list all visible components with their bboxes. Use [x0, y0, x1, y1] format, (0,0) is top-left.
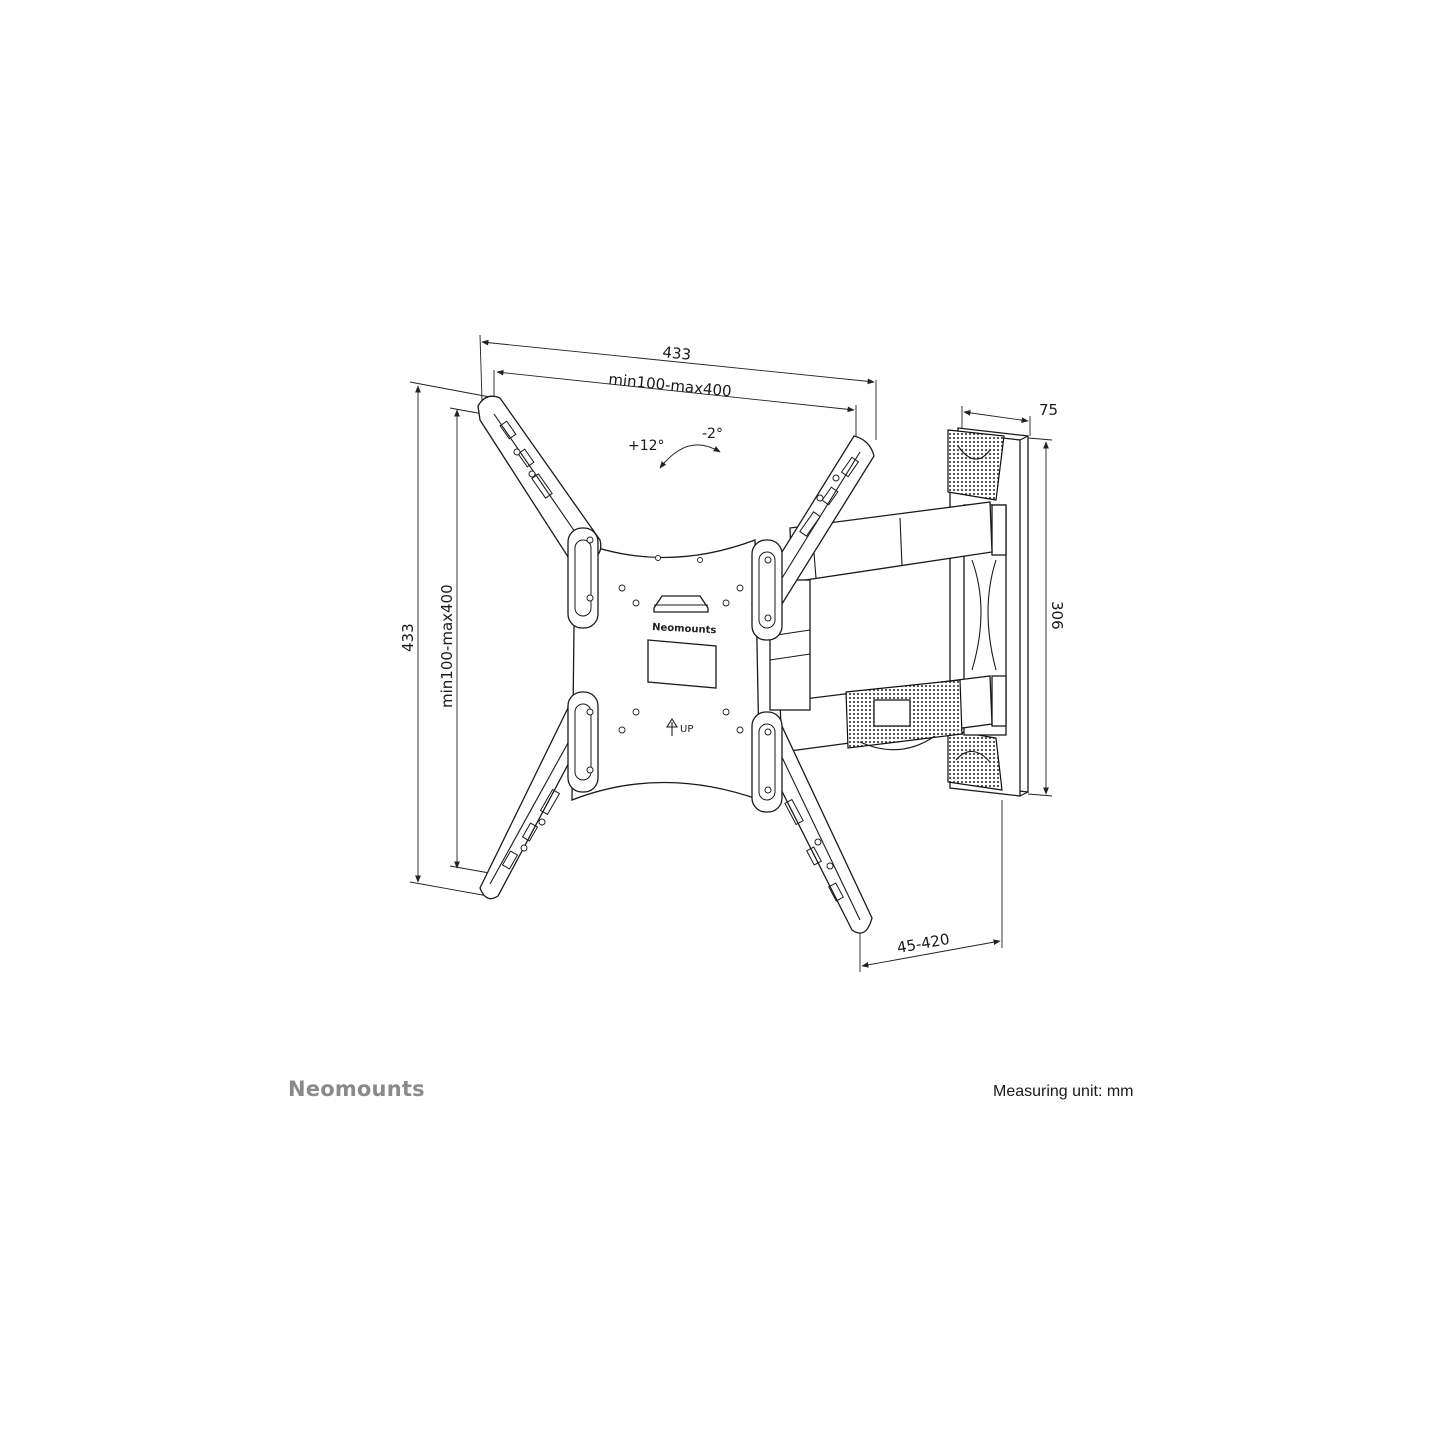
handle-icon [653, 595, 709, 613]
dim-width-inner-label: min100-max400 [608, 370, 733, 400]
dim-width-inner: min100-max400 [493, 369, 857, 440]
tilt-down-label: -2° [702, 426, 723, 442]
dim-width-outer-label: 433 [662, 343, 692, 364]
footer-brand-logo: Neomounts [288, 1077, 425, 1101]
dim-arm-extension: 45-420 [859, 800, 1003, 972]
footer-unit-note: Measuring unit: mm [993, 1083, 1134, 1100]
plate-brand-label: Neomounts [652, 622, 717, 636]
dim-height-inner-label: min100-max400 [438, 584, 456, 708]
dim-arm-extension-label: 45-420 [896, 930, 951, 957]
rail-right [751, 539, 783, 813]
dim-height-outer-label: 433 [399, 623, 417, 652]
dim-depth-label: 75 [1039, 401, 1058, 419]
up-label: UP [680, 724, 693, 735]
tilt-indicator: +12° -2° [628, 426, 723, 469]
dim-wall-plate-height-label: 306 [1048, 601, 1066, 630]
wall-bracket [947, 427, 1029, 797]
dim-height-inner: min100-max400 [438, 407, 506, 875]
tilt-arrow-icon [659, 444, 721, 469]
up-arrow-icon [666, 717, 678, 736]
dim-depth: 75 [961, 401, 1058, 436]
rail-left [567, 527, 599, 793]
dim-height-outer: 433 [399, 381, 496, 897]
dim-wall-plate-height: 306 [1027, 437, 1066, 797]
tilt-up-label: +12° [628, 438, 665, 454]
swing-arm [769, 501, 993, 753]
vesa-plate: Neomounts UP [477, 395, 875, 934]
